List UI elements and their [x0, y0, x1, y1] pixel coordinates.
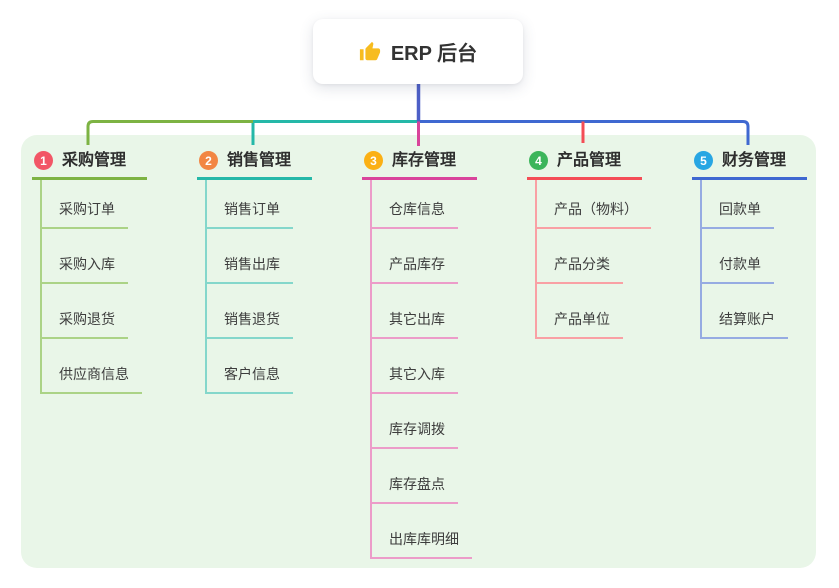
mindmap-background-panel — [21, 135, 816, 568]
child-topic-row: 销售出库 — [205, 229, 361, 284]
child-topic[interactable]: 其它出库 — [370, 310, 458, 339]
child-topic[interactable]: 采购退货 — [40, 310, 128, 339]
child-topic-row: 客户信息 — [205, 339, 361, 394]
branch-label: 采购管理 — [62, 152, 127, 169]
child-topic-row: 结算账户 — [700, 284, 839, 339]
child-topic-row: 供应商信息 — [40, 339, 196, 394]
child-topic[interactable]: 采购入库 — [40, 255, 128, 284]
root-topic-label: ERP 后台 — [390, 43, 478, 65]
branch-index-badge: 5 — [694, 151, 713, 170]
child-topic[interactable]: 出库库明细 — [370, 530, 472, 559]
root-topic[interactable]: ERP 后台 — [313, 19, 523, 84]
child-topic-row: 库存盘点 — [370, 449, 526, 504]
branch-children: 回款单付款单结算账户 — [700, 174, 839, 339]
child-topic[interactable]: 客户信息 — [205, 365, 293, 394]
branch-header[interactable]: 3 库存管理 — [362, 150, 477, 180]
child-topic-row: 其它出库 — [370, 284, 526, 339]
child-topic-row: 产品分类 — [535, 229, 691, 284]
child-topic[interactable]: 销售出库 — [205, 255, 293, 284]
child-topic-row: 其它入库 — [370, 339, 526, 394]
branch-label: 库存管理 — [392, 152, 457, 169]
child-topic[interactable]: 库存调拨 — [370, 420, 458, 449]
child-topic-row: 采购订单 — [40, 174, 196, 229]
child-topic[interactable]: 回款单 — [700, 200, 774, 229]
branch-column-5: 5 财务管理回款单付款单结算账户 — [692, 150, 839, 339]
branch-column-1: 1 采购管理采购订单采购入库采购退货供应商信息 — [32, 150, 196, 394]
child-topic[interactable]: 产品分类 — [535, 255, 623, 284]
child-topic[interactable]: 采购订单 — [40, 200, 128, 229]
child-topic[interactable]: 产品单位 — [535, 310, 623, 339]
child-topic-row: 库存调拨 — [370, 394, 526, 449]
branch-children: 采购订单采购入库采购退货供应商信息 — [40, 174, 196, 394]
child-topic[interactable]: 销售订单 — [205, 200, 293, 229]
child-topic-row: 产品（物料） — [535, 174, 691, 229]
child-topic[interactable]: 库存盘点 — [370, 475, 458, 504]
branch-children: 仓库信息产品库存其它出库其它入库库存调拨库存盘点出库库明细 — [370, 174, 526, 559]
child-topic[interactable]: 产品库存 — [370, 255, 458, 284]
child-topic-row: 回款单 — [700, 174, 839, 229]
child-topic[interactable]: 销售退货 — [205, 310, 293, 339]
branch-header[interactable]: 1 采购管理 — [32, 150, 147, 180]
branch-header[interactable]: 4 产品管理 — [527, 150, 642, 180]
branch-label: 销售管理 — [227, 152, 292, 169]
child-topic[interactable]: 其它入库 — [370, 365, 458, 394]
child-topic-row: 产品单位 — [535, 284, 691, 339]
child-topic[interactable]: 付款单 — [700, 255, 774, 284]
branch-stem-line — [370, 180, 372, 559]
child-topic-row: 采购入库 — [40, 229, 196, 284]
child-topic-row: 付款单 — [700, 229, 839, 284]
child-topic-row: 仓库信息 — [370, 174, 526, 229]
child-topic[interactable]: 供应商信息 — [40, 365, 142, 394]
branch-stem-line — [700, 180, 702, 339]
branch-label: 财务管理 — [722, 152, 787, 169]
branch-stem-line — [205, 180, 207, 394]
branch-column-4: 4 产品管理产品（物料） 产品分类产品单位 — [527, 150, 691, 339]
child-topic-row: 出库库明细 — [370, 504, 526, 559]
branch-index-badge: 3 — [364, 151, 383, 170]
child-topic-row: 销售退货 — [205, 284, 361, 339]
branch-index-badge: 4 — [529, 151, 548, 170]
branch-children: 产品（物料） 产品分类产品单位 — [535, 174, 691, 339]
branch-stem-line — [40, 180, 42, 394]
child-topic[interactable]: 结算账户 — [700, 310, 788, 339]
branch-header[interactable]: 2 销售管理 — [197, 150, 312, 180]
branch-index-badge: 1 — [34, 151, 53, 170]
child-topic-row: 销售订单 — [205, 174, 361, 229]
branch-header[interactable]: 5 财务管理 — [692, 150, 807, 180]
branch-column-2: 2 销售管理销售订单销售出库销售退货客户信息 — [197, 150, 361, 394]
child-topic[interactable]: 产品（物料） — [535, 200, 651, 229]
thumbs-up-icon — [359, 41, 381, 63]
branch-index-badge: 2 — [199, 151, 218, 170]
child-topic-row: 采购退货 — [40, 284, 196, 339]
child-topic-row: 产品库存 — [370, 229, 526, 284]
branch-children: 销售订单销售出库销售退货客户信息 — [205, 174, 361, 394]
branch-label: 产品管理 — [557, 152, 622, 169]
child-topic[interactable]: 仓库信息 — [370, 200, 458, 229]
branch-column-3: 3 库存管理仓库信息产品库存其它出库其它入库库存调拨库存盘点出库库明细 — [362, 150, 526, 559]
branch-stem-line — [535, 180, 537, 339]
